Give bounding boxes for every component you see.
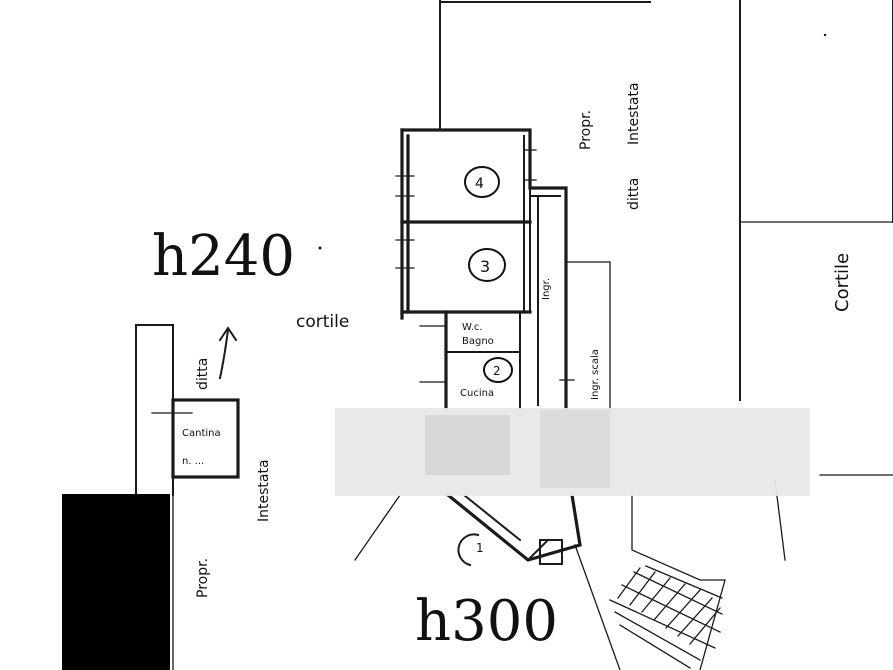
cellar-number-label: n. ... [182,456,204,467]
height-bottom-label: h300 [415,589,558,654]
stray-dot [823,33,827,37]
room-3-label: 3 [480,257,490,276]
room-2-label: 2 [493,364,501,378]
height-top-label: h240 [152,224,295,289]
stray-dot [318,246,322,250]
owner-right-ditta-label: ditta [626,178,642,210]
wc-label: W.c. [462,322,483,333]
apartment-outline [400,128,611,412]
room-1-marker: 1 [457,533,484,567]
hall-label: Ingr. [541,278,552,300]
arrow-up [218,328,230,380]
corridor-label: Ingr. scala [590,349,601,400]
staircase [609,565,723,669]
window-marks [395,149,575,383]
courtyard-right-label: Cortile [832,253,853,312]
owner-right-intestata-label: Intestata [626,82,642,145]
arrow-head [218,326,238,342]
bath-label: Bagno [462,336,494,347]
room-3-marker: 3 [468,248,506,282]
owner-left-propr-label: Propr. [195,558,211,598]
owner-left-ditta-label: ditta [195,358,211,390]
owner-right-propr-label: Propr. [578,110,594,150]
owner-left-intestata-label: Intestata [256,459,272,522]
black-block [62,494,170,670]
left-strip [135,324,240,670]
kitchen-label: Cucina [460,388,494,399]
room-2-marker: 2 [483,357,513,383]
lower-wing [354,492,726,670]
room-4-marker: 4 [464,166,500,198]
cellar-label: Cantina [182,428,221,439]
redaction-smudge-b [540,410,610,488]
redaction-smudge-a [425,415,510,475]
room-1-label: 1 [476,541,484,555]
courtyard-left-label: cortile [296,312,349,332]
room-4-label: 4 [475,176,484,192]
